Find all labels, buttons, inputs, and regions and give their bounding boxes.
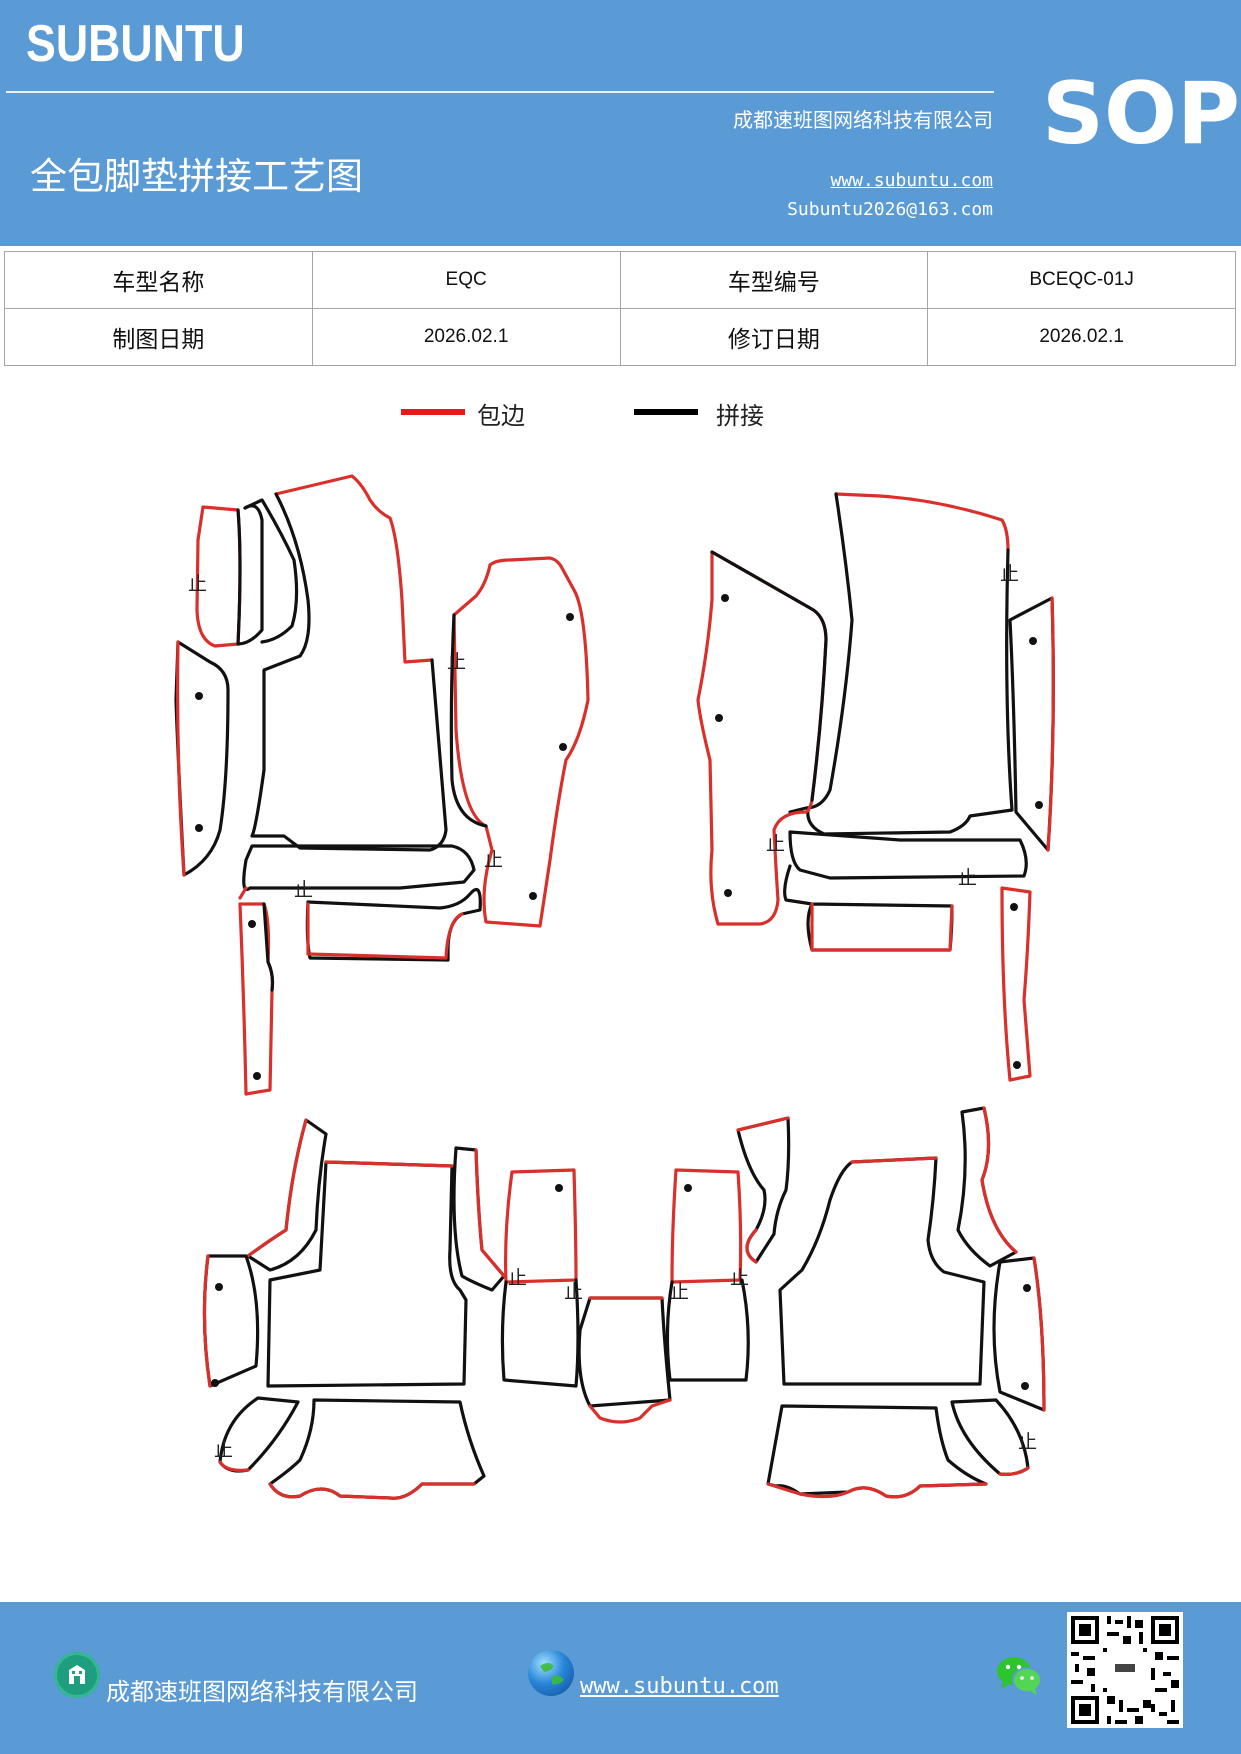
header-email[interactable]: Subuntu2026@163.com: [787, 199, 993, 220]
model-name-value: EQC: [311, 251, 621, 309]
legend-black-swatch: [634, 409, 698, 415]
page-footer: 成都速班图网络科技有限公司 www.subuntu.com: [0, 1602, 1241, 1754]
stop-mark: 止: [508, 1267, 527, 1289]
mat-rear: [202, 1106, 1046, 1500]
vehicle-info-table: 车型名称 EQC 车型编号 BCEQC-01J 制图日期 2026.02.1 修…: [4, 251, 1236, 366]
stop-mark: 止: [1000, 563, 1019, 585]
brand-logo: SUBUNTU: [26, 15, 245, 73]
legend-binding-label: 包边: [477, 402, 525, 430]
header-company: 成都速班图网络科技有限公司: [733, 108, 993, 132]
stop-mark: 止: [188, 573, 207, 595]
model-code-label: 车型编号: [619, 251, 929, 309]
stop-mark: 止: [1018, 1431, 1037, 1453]
model-code-value: BCEQC-01J: [927, 251, 1236, 309]
draw-date-value: 2026.02.1: [311, 308, 621, 366]
document-title: 全包脚垫拼接工艺图: [30, 155, 363, 198]
stop-marks: 止 止 止 止 止 止 止 止 止 止 止 止 止: [188, 563, 1037, 1461]
globe-icon: [528, 1650, 574, 1696]
floor-mat-diagram: 止 止 止 止 止 止 止 止 止 止 止 止 止: [174, 474, 1055, 1500]
building-icon: [54, 1652, 100, 1698]
page-header: SUBUNTU 成都速班图网络科技有限公司 全包脚垫拼接工艺图 www.subu…: [0, 0, 1241, 246]
revise-date-value: 2026.02.1: [927, 308, 1236, 366]
mat-front-left: [174, 474, 590, 1096]
sop-badge: SOP: [1042, 64, 1241, 164]
stop-mark: 止: [766, 833, 785, 855]
header-divider: [6, 91, 994, 93]
stop-mark: 止: [730, 1267, 749, 1289]
table-row: 车型名称 EQC 车型编号 BCEQC-01J: [4, 251, 1236, 309]
stop-mark: 止: [564, 1281, 583, 1303]
revise-date-label: 修订日期: [619, 308, 929, 366]
stop-mark: 止: [958, 867, 977, 889]
wechat-icon[interactable]: [995, 1654, 1043, 1696]
legend-red-swatch: [401, 409, 465, 415]
legend-seam-label: 拼接: [716, 402, 764, 430]
mat-front-right: [696, 492, 1055, 1082]
stop-mark: 止: [670, 1281, 689, 1303]
footer-website-link[interactable]: www.subuntu.com: [580, 1674, 779, 1699]
footer-company: 成都速班图网络科技有限公司: [106, 1678, 418, 1706]
stop-mark: 止: [294, 879, 313, 901]
stop-mark: 止: [214, 1439, 233, 1461]
header-website-link[interactable]: www.subuntu.com: [830, 170, 993, 191]
stop-mark: 止: [447, 651, 466, 673]
stop-mark: 止: [484, 849, 503, 871]
model-name-label: 车型名称: [4, 251, 313, 309]
draw-date-label: 制图日期: [4, 308, 313, 366]
table-row: 制图日期 2026.02.1 修订日期 2026.02.1: [4, 308, 1236, 366]
qr-code: [1067, 1612, 1183, 1728]
